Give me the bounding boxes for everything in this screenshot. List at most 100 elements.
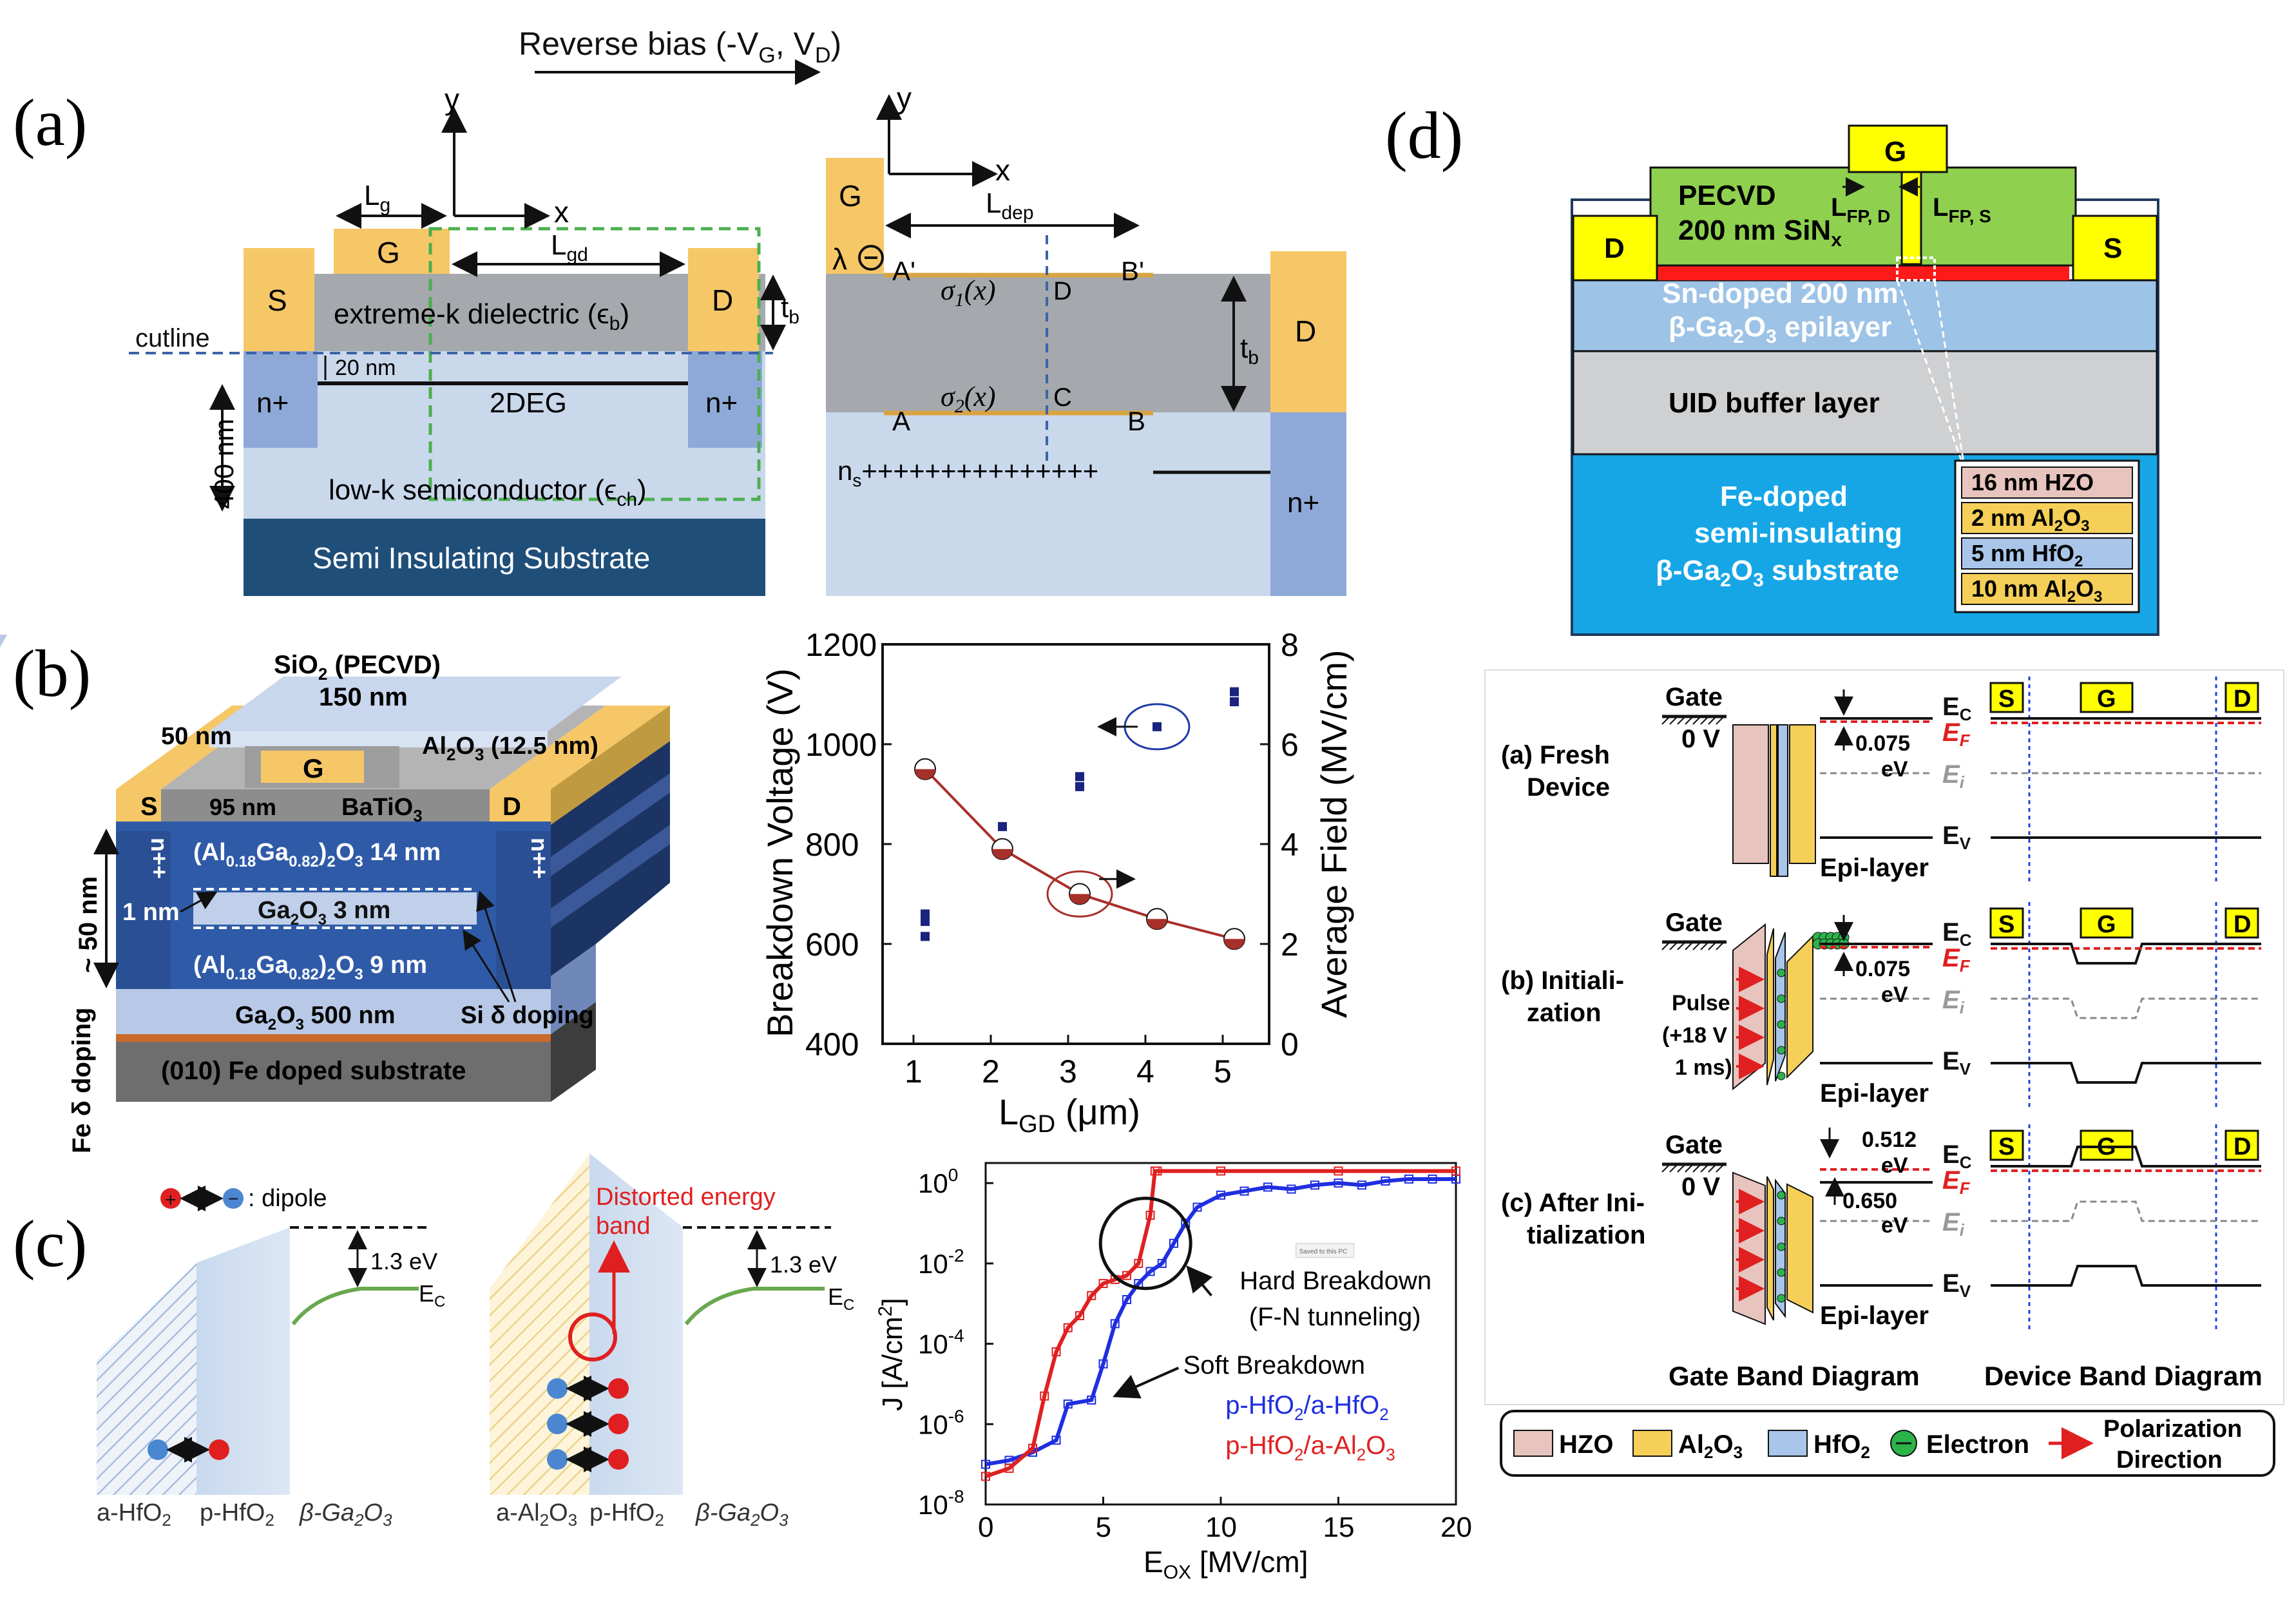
dipole-icon-r3a (547, 1449, 568, 1470)
trapped-electron-icon (1777, 1268, 1786, 1277)
stack-layer-label: 16 nm HZO (1971, 469, 2094, 495)
source-label-b: S (140, 793, 158, 821)
chart1-y2tick-label: 2 (1281, 927, 1299, 963)
device-ei-line (1991, 1200, 2261, 1222)
series-hfo2-point (1110, 1319, 1120, 1329)
band-symbol: EC (1942, 693, 1972, 724)
substrate-label-b: (010) Fe doped substrate (161, 1057, 466, 1085)
series-al2o3-point (1075, 1311, 1084, 1320)
series-hfo2-point (1428, 1174, 1437, 1184)
batio3-front (161, 789, 490, 822)
trapped-electron-icon (1777, 1242, 1786, 1251)
zero-v-label: 0 V (1681, 1173, 1720, 1201)
chart2-xtick-label: 5 (1096, 1512, 1111, 1543)
twodeg-label: 2DEG (490, 387, 567, 419)
series-hfo2-point (1381, 1177, 1390, 1186)
series-hfo2-point (981, 1459, 990, 1469)
dipole-icon-r2b (608, 1414, 629, 1434)
gate-hatch (1685, 941, 1694, 950)
gate-label-d: G (1884, 136, 1906, 168)
p-hfo2-region (196, 1227, 290, 1495)
stack-layer-label: 10 nm Al2O3 (1971, 575, 2102, 606)
sio2-label: SiO2 (PECVD) (274, 651, 441, 684)
pulse-label-2: (+18 V (1662, 1023, 1727, 1048)
gate-label-right: G (839, 179, 862, 213)
stack-layer (1961, 573, 2133, 605)
device-drain-label: D (2234, 686, 2251, 713)
si-arrow-1 (463, 929, 510, 1003)
gate-label-left: G (377, 236, 400, 269)
device-gate-box (2080, 907, 2134, 939)
panel-label-c: (c) (13, 1207, 87, 1281)
gate-stack-layer (1789, 724, 1816, 864)
legend-hfo2-label: p-HfO2/a-HfO2 (1225, 1391, 1388, 1424)
source-label-d: S (2103, 233, 2122, 264)
reverse-bias-label: Reverse bias (-VG, VD) (519, 26, 841, 68)
zoom-line-2 (1933, 280, 1966, 471)
distorted-label-2: band (596, 1213, 651, 1240)
distortion-circle (568, 1312, 617, 1361)
row-label-1: (b) Initiali- (1501, 966, 1624, 995)
hard-breakdown-label: Hard Breakdown (1239, 1267, 1431, 1295)
avg-field-point-fill (915, 769, 935, 780)
nm20-label: 20 nm (335, 356, 396, 380)
ns-label: ns+++++++++++++++ (837, 456, 1098, 490)
series-hfo2-point (1169, 1238, 1178, 1248)
chart1-xlabel: LGD (μm) (999, 1091, 1140, 1138)
series-hfo2-point (1145, 1267, 1155, 1276)
series-al2o3-point (1028, 1443, 1037, 1453)
x-label-right: x (995, 153, 1010, 187)
band-symbol: Ei (1942, 986, 1965, 1017)
drain-contact (688, 248, 759, 351)
stack-layer-label: 5 nm HfO2 (1971, 540, 2083, 570)
sio2-front (209, 731, 548, 747)
series-hfo2-point (1192, 1202, 1202, 1212)
channel-band (193, 892, 477, 925)
series-al2o3-point (1216, 1166, 1225, 1176)
ga2o3-500-label: Ga2O3 500 nm (235, 1002, 396, 1033)
substrate-label: Semi Insulating Substrate (312, 541, 650, 575)
ev-unit-2: eV (1881, 1213, 1908, 1238)
trapped-electron-icon (1777, 1020, 1786, 1029)
nplus-label-right: n+ (1287, 487, 1319, 519)
si-doping-label: Si δ doping (461, 1002, 594, 1029)
chart1-ytick-label: 400 (805, 1026, 859, 1062)
stack-side-stripes (551, 773, 670, 876)
sigma1-label: σ1(x) (941, 274, 996, 311)
panel-label-a: (a) (13, 86, 87, 160)
device-gate-box (2080, 1129, 2134, 1161)
drain-front (490, 789, 551, 822)
avg-field-point-fill (1069, 894, 1090, 905)
legend-hfo2-swatch (1768, 1430, 1808, 1457)
dipole-icon-left-1 (148, 1439, 168, 1460)
legend-al2o3-swatch (1632, 1430, 1672, 1457)
npp-right-label: n++ (526, 838, 553, 879)
chart1-xtick-label: 5 (1214, 1053, 1232, 1090)
series-hfo2-point (1216, 1190, 1225, 1200)
band-symbol: Ei (1942, 1208, 1965, 1240)
semiconductor-label: low-k semiconductor (ϵch) (329, 474, 647, 510)
pulse-label-3: 1 ms) (1675, 1055, 1732, 1080)
gate-hatch (1669, 941, 1678, 950)
device-source-label: S (1998, 686, 2014, 713)
gate-label: Gate (1665, 1131, 1723, 1159)
nplus-right-box (1270, 412, 1346, 596)
gate-hatch (1661, 941, 1670, 950)
device-drain-label: D (2234, 911, 2251, 938)
gate-hatch (1708, 941, 1717, 950)
uid-label: UID buffer layer (1669, 387, 1880, 419)
stack-layer (1961, 537, 2133, 570)
device-ev-line (1991, 1265, 2261, 1287)
gate-stack-layer (1775, 932, 1786, 1082)
trapped-electron-icon (1777, 968, 1786, 977)
ga2o3-front (116, 989, 551, 1034)
sub-label-2: semi-insulating (1694, 517, 1902, 549)
a-label: A (892, 406, 910, 436)
p-hfo2-region-right (589, 1153, 683, 1495)
series-hfo2-point (1087, 1395, 1096, 1405)
chart2-ytick-label: 10-2 (918, 1245, 964, 1279)
ev13-label-left: 1.3 eV (370, 1248, 437, 1274)
device-source-box (1989, 682, 2024, 713)
chart2-xlabel: EOX [MV/cm] (1143, 1545, 1308, 1583)
